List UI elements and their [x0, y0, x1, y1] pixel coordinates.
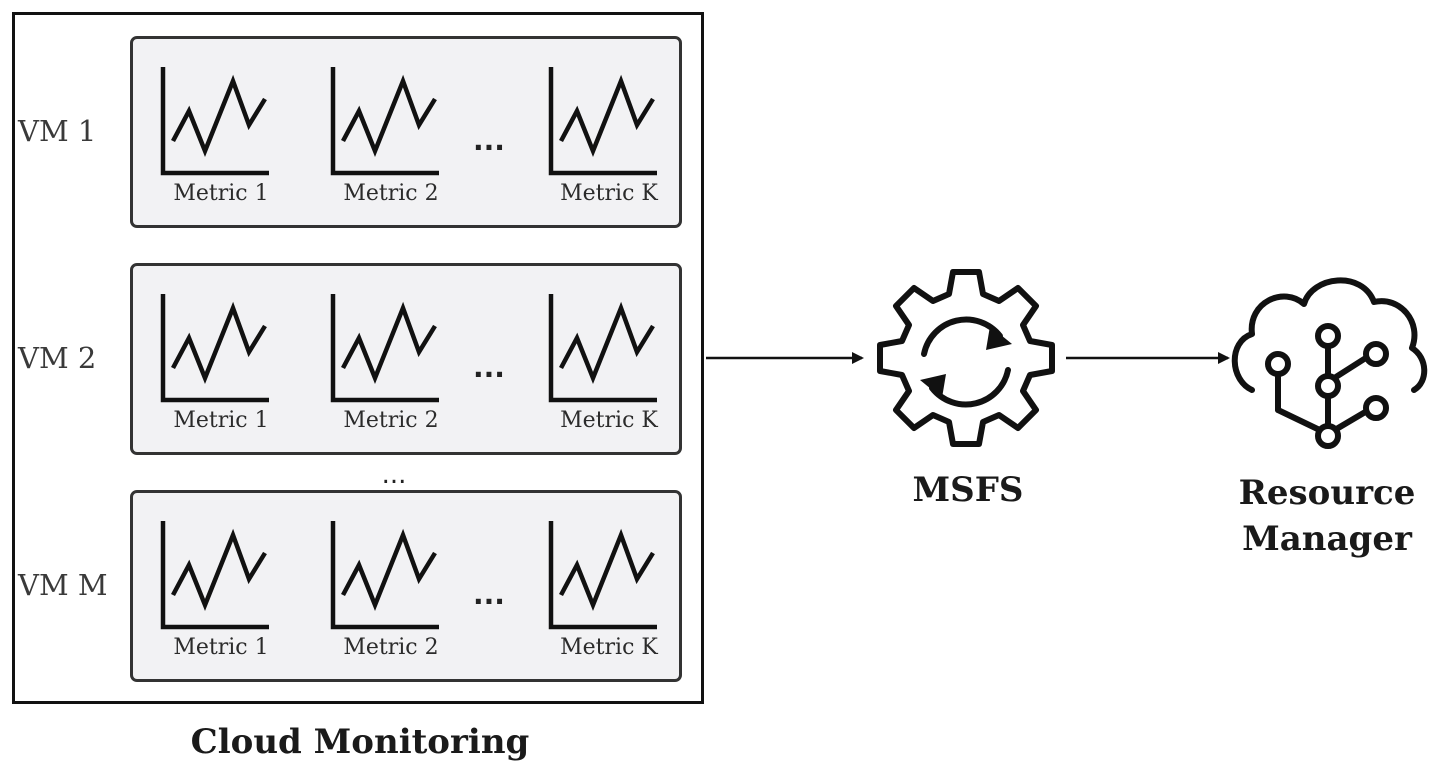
- chart-axis: [160, 294, 269, 403]
- line-chart-icon: [548, 521, 657, 630]
- metric-label: Metric 1: [173, 181, 269, 206]
- resource-manager-label: Resource Manager: [1212, 470, 1435, 562]
- chart-line: [559, 74, 655, 158]
- chart-line: [341, 528, 437, 612]
- metric-label: Metric K: [560, 181, 658, 206]
- vm-label: VM 1: [18, 114, 97, 148]
- chart-line: [559, 301, 655, 385]
- chart-axis: [548, 67, 657, 176]
- metric-label: Metric 2: [343, 181, 439, 206]
- line-chart-icon: [548, 294, 657, 403]
- cloud-monitoring-caption: Cloud Monitoring: [190, 722, 530, 762]
- chart-line: [171, 528, 267, 612]
- vm-label: VM 2: [18, 341, 97, 375]
- chart-line: [171, 74, 267, 158]
- metric-item: Metric 2: [325, 290, 455, 440]
- line-chart-icon: [548, 67, 657, 176]
- line-chart-icon: [330, 521, 439, 630]
- metric-item: Metric 1: [155, 63, 285, 213]
- resource-manager-label-line1: Resource: [1238, 473, 1416, 513]
- line-chart-icon: [160, 521, 269, 630]
- metric-item: Metric K: [543, 63, 673, 213]
- metric-ellipsis: ...: [473, 351, 505, 384]
- metric-label: Metric 1: [173, 408, 269, 433]
- resource-manager-label-line2: Manager: [1242, 519, 1412, 559]
- chart-line: [171, 301, 267, 385]
- chart-axis: [160, 67, 269, 176]
- vm-metrics-panel: Metric 1 Metric 2 Metric K...: [130, 490, 682, 682]
- metric-item: Metric K: [543, 290, 673, 440]
- metric-item: Metric 2: [325, 517, 455, 667]
- metric-label: Metric 2: [343, 635, 439, 660]
- vm-label: VM M: [18, 568, 108, 602]
- msfs-label: MSFS: [912, 470, 1024, 510]
- chart-axis: [330, 294, 439, 403]
- metric-label: Metric 1: [173, 635, 269, 660]
- metric-label: Metric K: [560, 635, 658, 660]
- line-chart-icon: [160, 67, 269, 176]
- metric-item: Metric K: [543, 517, 673, 667]
- metric-item: Metric 1: [155, 517, 285, 667]
- line-chart-icon: [160, 294, 269, 403]
- metric-ellipsis: ...: [473, 578, 505, 611]
- line-chart-icon: [330, 294, 439, 403]
- chart-line: [341, 301, 437, 385]
- metric-label: Metric K: [560, 408, 658, 433]
- metric-item: Metric 1: [155, 290, 285, 440]
- gear-sync-icon: [877, 269, 1055, 447]
- vm-metrics-panel: Metric 1 Metric 2 Metric K...: [130, 263, 682, 455]
- cloud-network-icon: [1231, 277, 1428, 449]
- chart-axis: [330, 67, 439, 176]
- metric-label: Metric 2: [343, 408, 439, 433]
- chart-axis: [548, 294, 657, 403]
- chart-axis: [330, 521, 439, 630]
- metric-ellipsis: ...: [473, 124, 505, 157]
- chart-axis: [548, 521, 657, 630]
- line-chart-icon: [330, 67, 439, 176]
- vm-ellipsis: ...: [381, 460, 407, 490]
- chart-line: [559, 528, 655, 612]
- metric-item: Metric 2: [325, 63, 455, 213]
- chart-axis: [160, 521, 269, 630]
- chart-line: [341, 74, 437, 158]
- vm-metrics-panel: Metric 1 Metric 2 Metric K...: [130, 36, 682, 228]
